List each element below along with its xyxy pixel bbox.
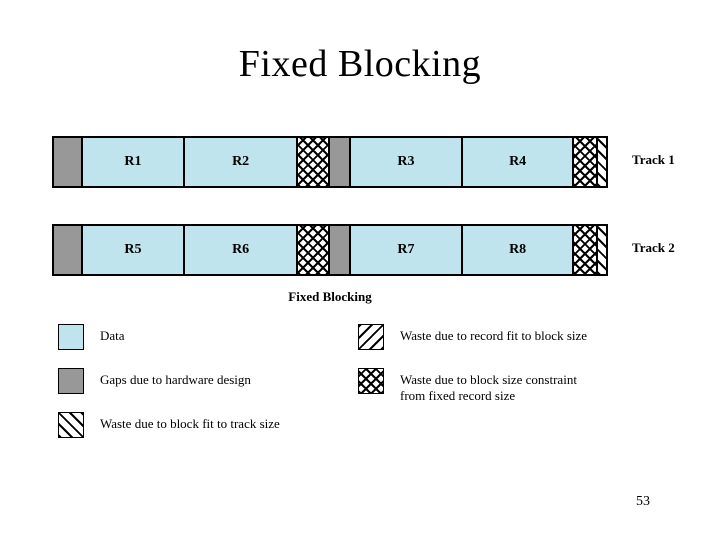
legend-swatch-diagb (358, 324, 384, 350)
figure-caption: Fixed Blocking (288, 289, 372, 304)
track-fit-waste-segment (596, 138, 606, 186)
legend-swatch-diagf (58, 412, 84, 438)
track-label-2: Track 2 (632, 240, 675, 255)
record-segment: R3 (348, 138, 462, 186)
track-bar-2: R5 R6 R7 R8 (52, 224, 608, 276)
record-segment: R1 (80, 138, 184, 186)
gap-segment (328, 138, 349, 186)
legend-label: Waste due to record fit to block size (400, 328, 588, 343)
legend-swatch-data (58, 324, 84, 350)
legend-label: Data (100, 328, 125, 343)
legend-item: Waste due to record fit to block size (358, 324, 658, 350)
record-label: R4 (509, 154, 527, 169)
gap-segment (54, 138, 81, 186)
record-segment: R6 (183, 226, 297, 274)
legend-item: Gaps due to hardware design (58, 368, 358, 394)
block-size-waste-segment (572, 138, 597, 186)
record-segment: R2 (183, 138, 297, 186)
legend-item: Data (58, 324, 358, 350)
legend-label: Waste due to block size constraint from … (400, 372, 577, 403)
legend-swatch-cross (358, 368, 384, 394)
legend-item: Waste due to block size constraint from … (358, 368, 658, 404)
track-bar-1: R1 R2 R3 R4 (52, 136, 608, 188)
record-label: R3 (397, 154, 415, 169)
legend-label: Waste due to block fit to track size (100, 416, 280, 431)
track-fit-waste-segment (596, 226, 606, 274)
record-label: R7 (397, 242, 415, 257)
record-segment: R4 (461, 138, 573, 186)
block-size-waste-segment (296, 226, 328, 274)
record-label: R5 (124, 242, 142, 257)
record-label: R1 (124, 154, 142, 169)
track-diagram-2: R5 R6 R7 R8 (52, 224, 608, 276)
record-label: R2 (232, 154, 250, 169)
record-segment: R7 (348, 226, 462, 274)
block-size-waste-segment (296, 138, 328, 186)
gap-segment (328, 226, 349, 274)
page-number: 53 (636, 494, 650, 509)
record-label: R6 (232, 242, 250, 257)
legend-item: Waste due to block fit to track size (58, 412, 358, 438)
record-segment: R8 (461, 226, 573, 274)
track-diagram-1: R1 R2 R3 R4 (52, 136, 608, 188)
record-segment: R5 (80, 226, 184, 274)
track-label-1: Track 1 (632, 152, 675, 167)
block-size-waste-segment (572, 226, 597, 274)
record-label: R8 (509, 242, 527, 257)
page-title: Fixed Blocking (238, 43, 482, 85)
legend-swatch-gray (58, 368, 84, 394)
legend-label: Gaps due to hardware design (100, 372, 251, 387)
gap-segment (54, 226, 81, 274)
